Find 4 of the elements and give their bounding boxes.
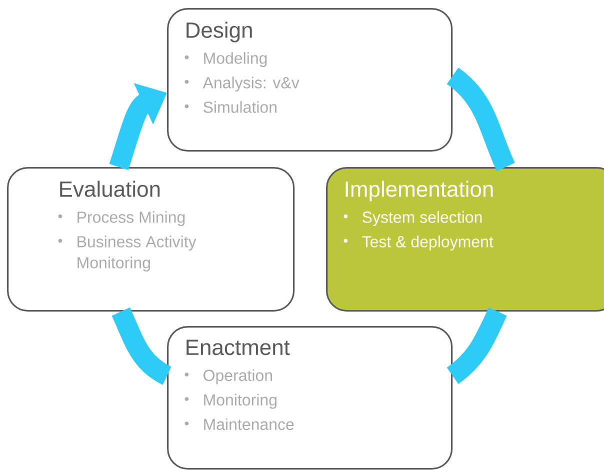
stage-box: Design Modeling Analysis: v&v Simulation [167,8,453,152]
stage-box: Evaluation Process Mining Business Activity Monitoring [7,166,295,312]
stage-box: Enactment Operation Monitoring Maintenance [167,326,453,470]
stage-box: Implementation System selection Test & deployment [326,166,604,312]
